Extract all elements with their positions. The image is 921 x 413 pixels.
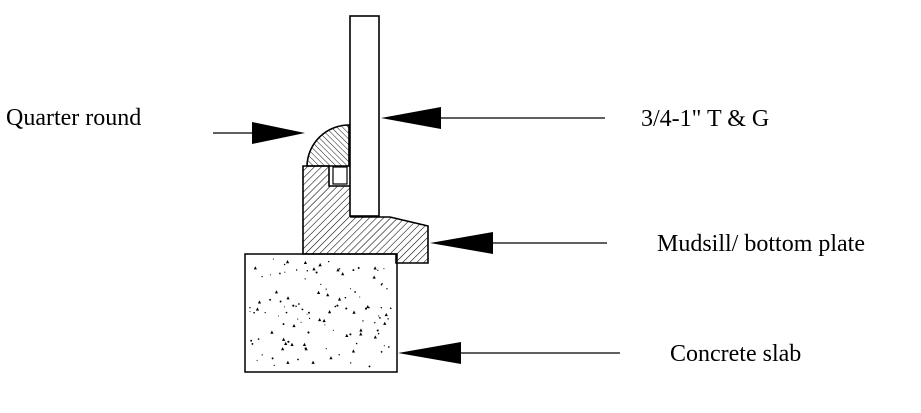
label-mudsill: Mudsill/ bottom plate — [657, 231, 865, 257]
leader-mudsill — [430, 232, 607, 254]
quarter-round — [306, 124, 350, 167]
label-tg: 3/4-1" T & G — [641, 106, 769, 132]
concrete-slab — [244, 253, 398, 373]
label-quarter-round: Quarter round — [6, 105, 141, 131]
leader-quarter-round — [213, 122, 305, 144]
leader-tg — [381, 107, 605, 129]
plate-groove — [332, 166, 348, 185]
mudsill-bottom-plate — [302, 165, 429, 264]
label-concrete-slab: Concrete slab — [670, 341, 801, 367]
leader-slab — [398, 342, 620, 364]
concrete-aggregate-texture — [249, 258, 392, 368]
tg-board — [349, 15, 380, 217]
